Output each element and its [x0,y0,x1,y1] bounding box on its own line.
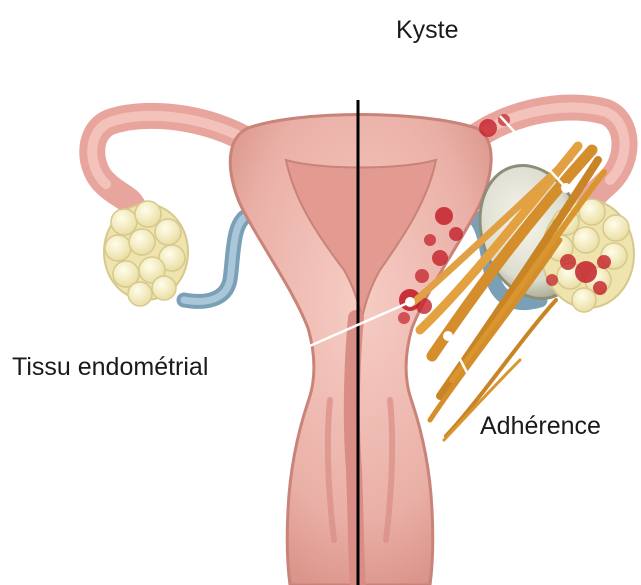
label-adhesion: Adhérence [480,414,601,439]
label-endometrial-tissue: Tissu endométrial [12,355,208,380]
leader-point-tissue [405,297,415,307]
leader-point-cyst [561,183,571,193]
label-cyst: Kyste [396,18,459,43]
left-ovary [104,201,188,306]
leader-point-adhesion [443,331,453,341]
